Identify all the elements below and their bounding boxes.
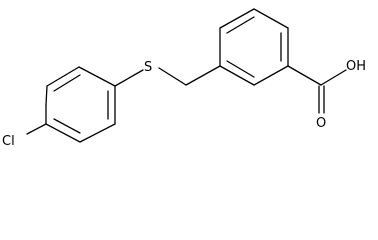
ring-a-double-3	[53, 118, 81, 134]
chemical-structure-diagram: Cl S OH O	[2, 8, 366, 149]
ring-b-bond-6	[219, 65, 255, 86]
ring-a-bond-3	[78, 66, 116, 87]
carbonyl-oxygen-label: O	[316, 116, 326, 131]
ring-a-bond-1	[45, 85, 48, 106]
chlorophenyl-ring	[45, 66, 116, 143]
hydroxyl-label: OH	[346, 59, 366, 74]
ring-a-bond-6	[45, 123, 81, 143]
chlorine-atom-label: Cl	[2, 134, 15, 149]
sulfur-to-ch2-bond	[158, 67, 187, 86]
ring-to-carboxyl-bond	[287, 65, 322, 86]
ring-a-bond-2	[46, 66, 80, 87]
c-oh-bond	[320, 69, 347, 86]
ring-b-bond-2	[219, 8, 255, 29]
ch2-to-ring-bond	[185, 65, 221, 86]
ring-b-double-3	[226, 60, 255, 78]
ring-b-bond-3	[253, 8, 289, 29]
sulfur-atom-label: S	[144, 60, 152, 75]
benzoic-acid-ring	[219, 8, 289, 86]
ring-b-bond-5	[253, 65, 289, 86]
ring-b-double-1	[226, 16, 255, 34]
ring-to-sulfur-bond	[114, 69, 144, 87]
c-cl-bond	[26, 123, 47, 135]
ring-a-bond-5	[79, 123, 116, 143]
ring-a-double-1	[53, 74, 81, 92]
